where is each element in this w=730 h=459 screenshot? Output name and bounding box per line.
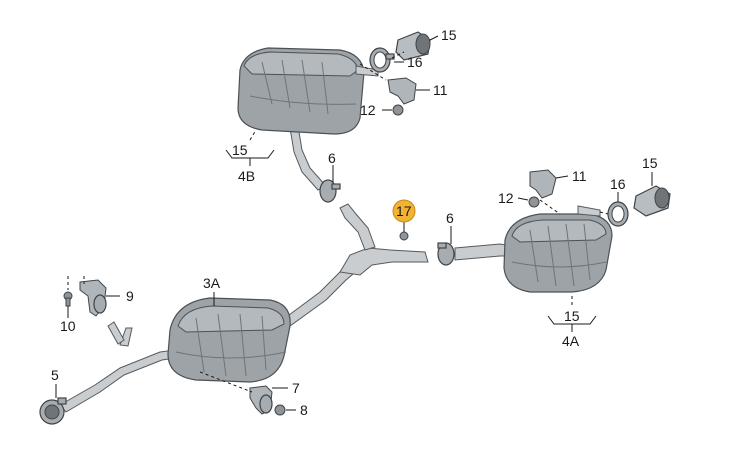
- label-15-tip-top: 15: [441, 27, 457, 43]
- label-3A: 3A: [203, 275, 221, 291]
- clamp-right-pipe: [437, 242, 455, 266]
- front-muffler-stub: [119, 327, 133, 347]
- exhaust-tip-right: [633, 185, 671, 217]
- left-branch-pipe: [339, 203, 376, 251]
- label-17: 17: [396, 203, 412, 219]
- y-pipe: [339, 247, 429, 276]
- label-12-right: 12: [498, 190, 514, 206]
- rear-left-muffler: [237, 47, 379, 135]
- label-16-top: 16: [407, 54, 423, 70]
- label-17-highlight: [392, 199, 416, 223]
- part-17-nut: [399, 231, 409, 241]
- label-16-right: 16: [610, 176, 626, 192]
- leader-lines: [55, 35, 653, 411]
- label-6-right: 6: [446, 210, 454, 226]
- label-15-tip-right: 15: [642, 155, 658, 171]
- exhaust-tip-top: [395, 31, 431, 61]
- label-15-rear-right: 15: [564, 308, 580, 324]
- label-10: 10: [60, 318, 76, 334]
- label-15-rear-left: 15: [232, 142, 248, 158]
- label-11-top: 11: [433, 82, 448, 98]
- clamp-right: [607, 201, 629, 227]
- label-8: 8: [300, 402, 308, 418]
- right-branch-pipe: [454, 243, 513, 261]
- label-9: 9: [126, 288, 134, 304]
- label-4A: 4A: [562, 333, 580, 349]
- pipe-network: [59, 125, 513, 413]
- label-12-top: 12: [360, 102, 376, 118]
- front-inlet-pipe: [59, 349, 177, 413]
- clamp-top: [369, 47, 395, 73]
- label-5: 5: [51, 367, 59, 383]
- label-4B: 4B: [238, 168, 255, 184]
- left-branch-upper-pipe: [289, 125, 327, 191]
- front-muffler: [167, 297, 291, 383]
- label-6-left: 6: [328, 150, 336, 166]
- clamp-left-pipe: [319, 179, 341, 203]
- rear-right-muffler: [503, 205, 613, 293]
- bracket-right: [528, 169, 557, 208]
- label-7: 7: [292, 380, 300, 396]
- inlet-clamp: [39, 397, 67, 425]
- hanger-left: [63, 279, 125, 345]
- bracket-top: [387, 77, 417, 116]
- label-11-right: 11: [572, 168, 587, 184]
- callout-labels: 15 16 11 12 15 4B 6 17 6 11 12 15 16 15 …: [51, 27, 658, 418]
- hanger-front-muffler: [249, 385, 286, 416]
